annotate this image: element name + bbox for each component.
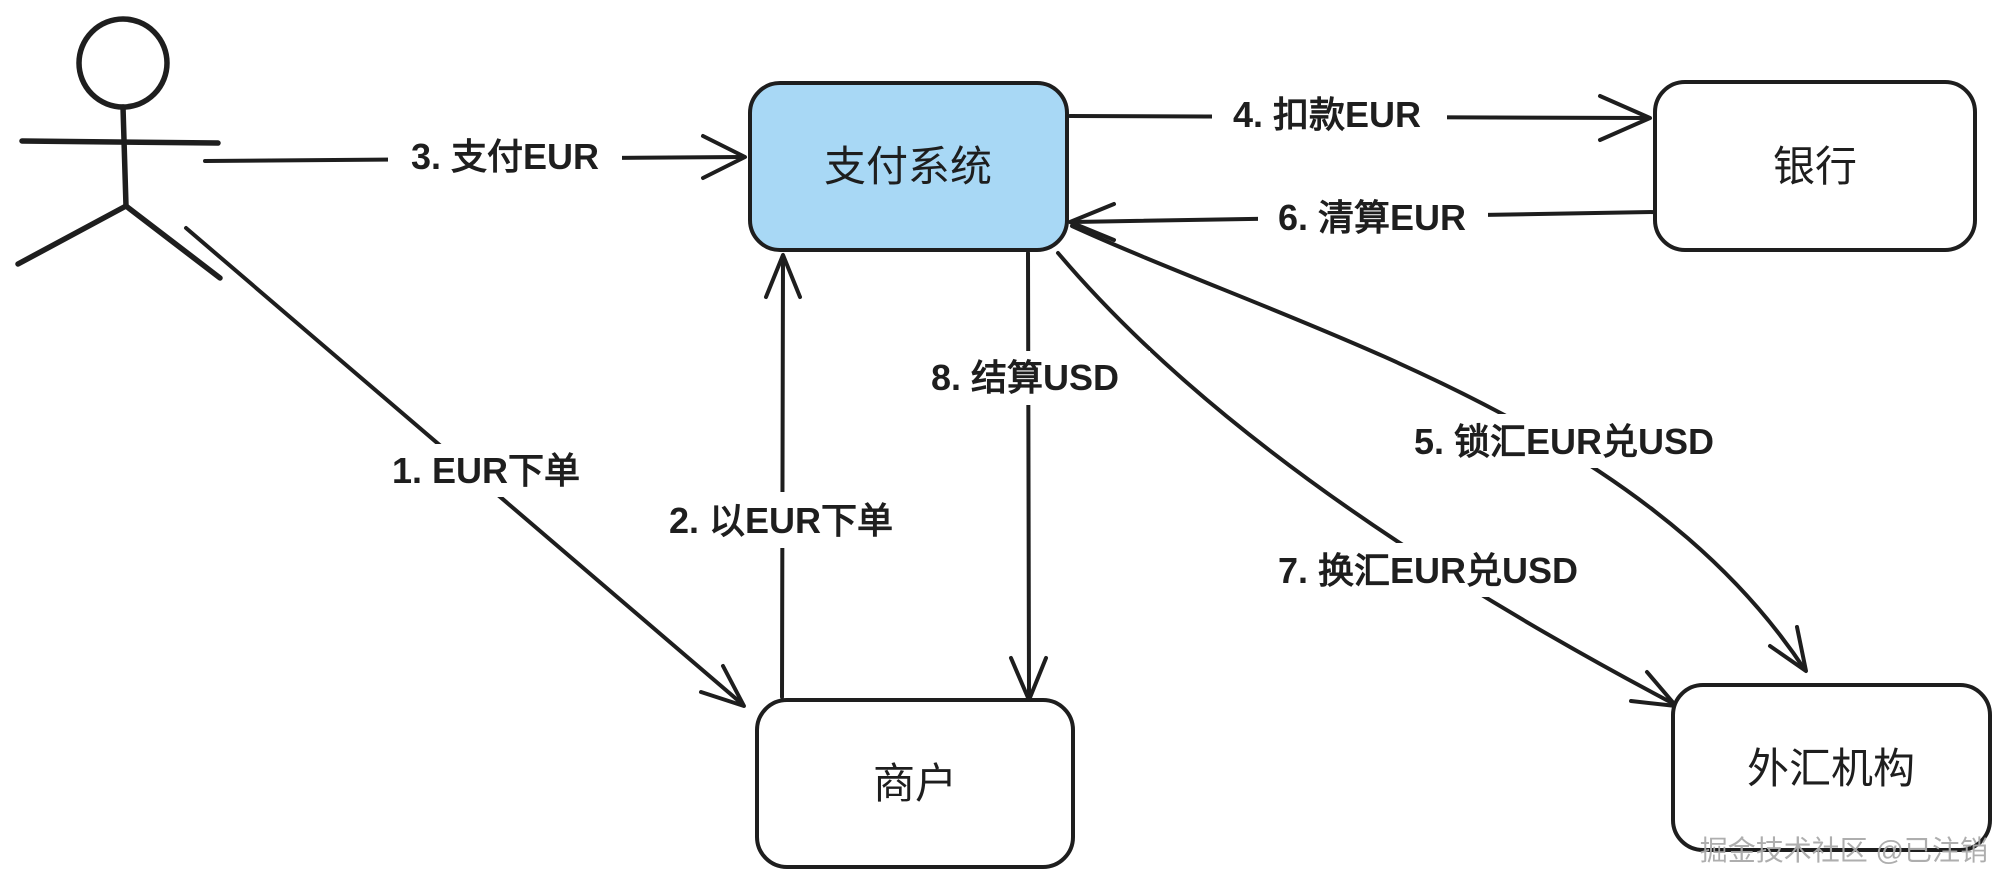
- edge-5-label-mask: [1384, 414, 1744, 468]
- node-payment-system: 支付系统: [748, 81, 1069, 252]
- edge-7-curve: [1056, 251, 1676, 706]
- arrowhead-icon: [1629, 670, 1678, 708]
- arrowhead-icon: [701, 134, 747, 180]
- edge-5-lock-fx: [1070, 224, 1808, 673]
- edge-2-label-mask: [640, 492, 925, 548]
- node-merchant: 商户: [755, 698, 1075, 869]
- nodes: 支付系统 银行 商户 外汇机构: [748, 80, 1992, 869]
- arrowhead-icon: [1598, 94, 1652, 142]
- edge-4-label: 4. 扣款EUR: [1233, 94, 1421, 135]
- bank-label: 银行: [1773, 143, 1857, 190]
- fx-institution-box: [1671, 683, 1992, 852]
- stick-figure-icon: [15, 16, 223, 281]
- edge-1-label: 1. EUR下单: [392, 450, 580, 491]
- node-fx-institution: 外汇机构: [1671, 683, 1992, 852]
- edge-7-exchange-fx: [1056, 251, 1678, 708]
- fx-institution-label: 外汇机构: [1747, 745, 1915, 792]
- arrowhead-icon: [699, 664, 746, 708]
- merchant-box: [755, 698, 1075, 869]
- edge-3-label: 3. 支付EUR: [411, 136, 599, 177]
- edge-1-label-mask: [360, 444, 615, 497]
- edge-2-label: 2. 以EUR下单: [669, 500, 893, 541]
- edge-7-label-mask: [1250, 543, 1610, 597]
- payment-system-label: 支付系统: [824, 143, 992, 190]
- node-bank: 银行: [1653, 80, 1977, 252]
- merchant-label: 商户: [873, 760, 957, 807]
- edge-2-order-in-eur: [764, 253, 802, 699]
- edge-6-label-mask: [1258, 191, 1488, 243]
- edge-8-label: 8. 结算USD: [931, 357, 1119, 398]
- arrowhead-icon: [764, 253, 802, 299]
- actor-right-leg: [123, 203, 223, 281]
- edge-8-settle-usd: [1009, 251, 1048, 702]
- edge-8-line: [1026, 251, 1031, 699]
- edge-5-curve: [1070, 224, 1807, 672]
- actor-body: [120, 104, 129, 209]
- edge-3-label-mask: [388, 130, 622, 184]
- actor-left-leg: [15, 203, 129, 267]
- edge-4-label-mask: [1212, 88, 1447, 140]
- edge-labels: 1. EUR下单 2. 以EUR下单 3. 支付EUR 4. 扣款EUR 5. …: [360, 88, 1744, 597]
- actor-head: [76, 16, 170, 110]
- edge-6-label: 6. 清算EUR: [1278, 197, 1466, 238]
- payment-system-box: [748, 81, 1069, 252]
- edge-2-line: [780, 256, 785, 699]
- actor-arms: [19, 138, 221, 146]
- arrowhead-icon: [1068, 202, 1116, 242]
- watermark: 掘金技术社区 @已注销: [1700, 835, 1988, 866]
- edge-8-label-mask: [900, 351, 1150, 405]
- edge-5-label: 5. 锁汇EUR兑USD: [1414, 421, 1714, 462]
- arrowhead-icon: [1768, 625, 1808, 673]
- bank-box: [1653, 80, 1977, 252]
- edge-7-label: 7. 换汇EUR兑USD: [1278, 550, 1578, 591]
